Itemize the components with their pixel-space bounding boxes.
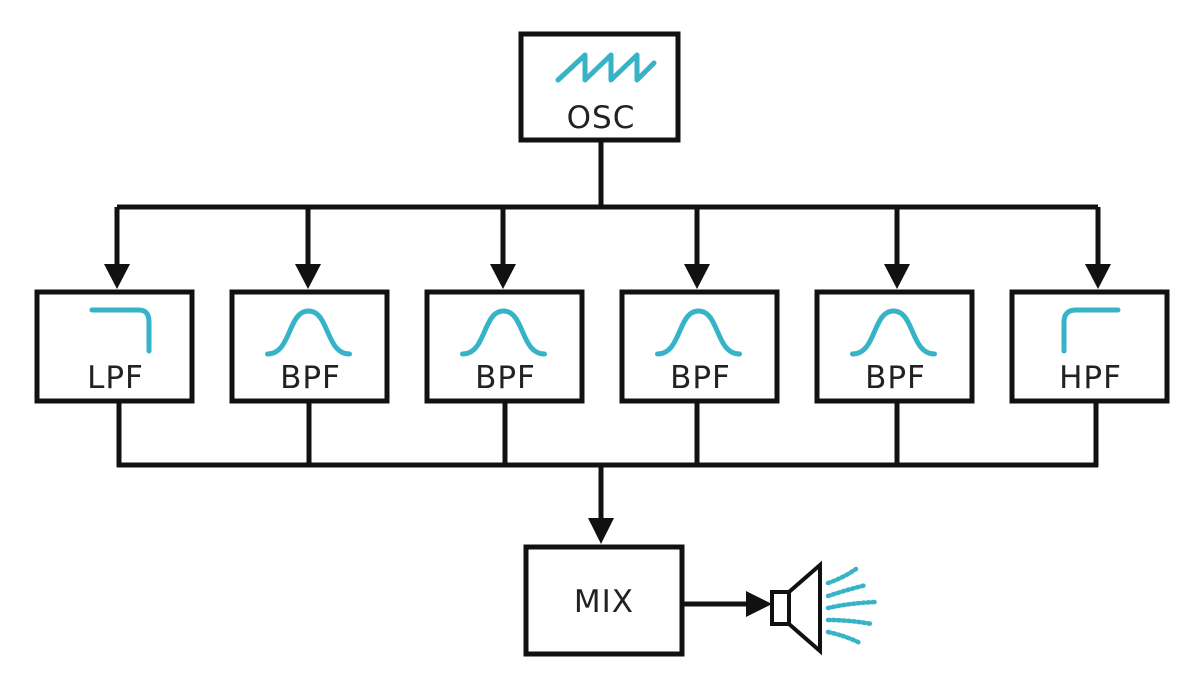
filter-block: BPF <box>424 289 585 404</box>
filter-label: BPF <box>280 360 341 396</box>
oscillator-block: OSC <box>518 31 681 143</box>
filter-block: HPF <box>1009 289 1170 404</box>
filter-input-arrowhead <box>684 264 710 289</box>
mixer-label: MIX <box>574 584 634 620</box>
lowpass-curve-icon <box>89 307 152 354</box>
speaker-magnet <box>770 590 791 626</box>
sound-waves-icon <box>825 566 879 646</box>
bandpass-curve-icon <box>265 308 352 357</box>
speaker-icon <box>770 560 879 656</box>
sound-ray <box>825 629 863 646</box>
filter-label: BPF <box>475 360 536 396</box>
filter-block: BPF <box>619 289 780 404</box>
mix-input-arrowhead <box>588 518 614 544</box>
filter-input-arrowhead <box>490 264 516 289</box>
oscillator-box <box>518 31 681 143</box>
speaker-arrowhead <box>746 591 772 617</box>
filter-input-arrowhead <box>104 264 130 289</box>
filter-bank: LPF BPF BPF BPF BPF HPF <box>34 289 1170 404</box>
sound-ray <box>825 599 879 611</box>
mixer-block: MIX <box>523 544 685 657</box>
filter-input-arrowhead <box>295 264 321 289</box>
filter-block: BPF <box>814 289 975 404</box>
connection-wires <box>104 140 1111 617</box>
filter-label: BPF <box>865 360 926 396</box>
mixer-box <box>523 544 685 657</box>
filter-label: BPF <box>670 360 731 396</box>
bandpass-curve-icon <box>850 308 937 357</box>
filter-input-arrowhead <box>1085 264 1111 289</box>
highpass-curve-icon <box>1061 307 1121 354</box>
filter-label: HPF <box>1059 360 1122 396</box>
filter-block: LPF <box>34 289 195 404</box>
sound-ray <box>825 617 875 627</box>
sound-ray <box>825 566 859 586</box>
sawtooth-wave-icon <box>555 52 657 83</box>
sound-ray <box>825 582 869 599</box>
filter-block: BPF <box>229 289 390 404</box>
oscillator-label: OSC <box>567 100 636 136</box>
bandpass-curve-icon <box>460 308 547 357</box>
bandpass-curve-icon <box>655 308 742 357</box>
filter-label: LPF <box>87 360 144 396</box>
speaker-cone <box>787 560 822 656</box>
filter-input-arrowhead <box>884 264 910 289</box>
